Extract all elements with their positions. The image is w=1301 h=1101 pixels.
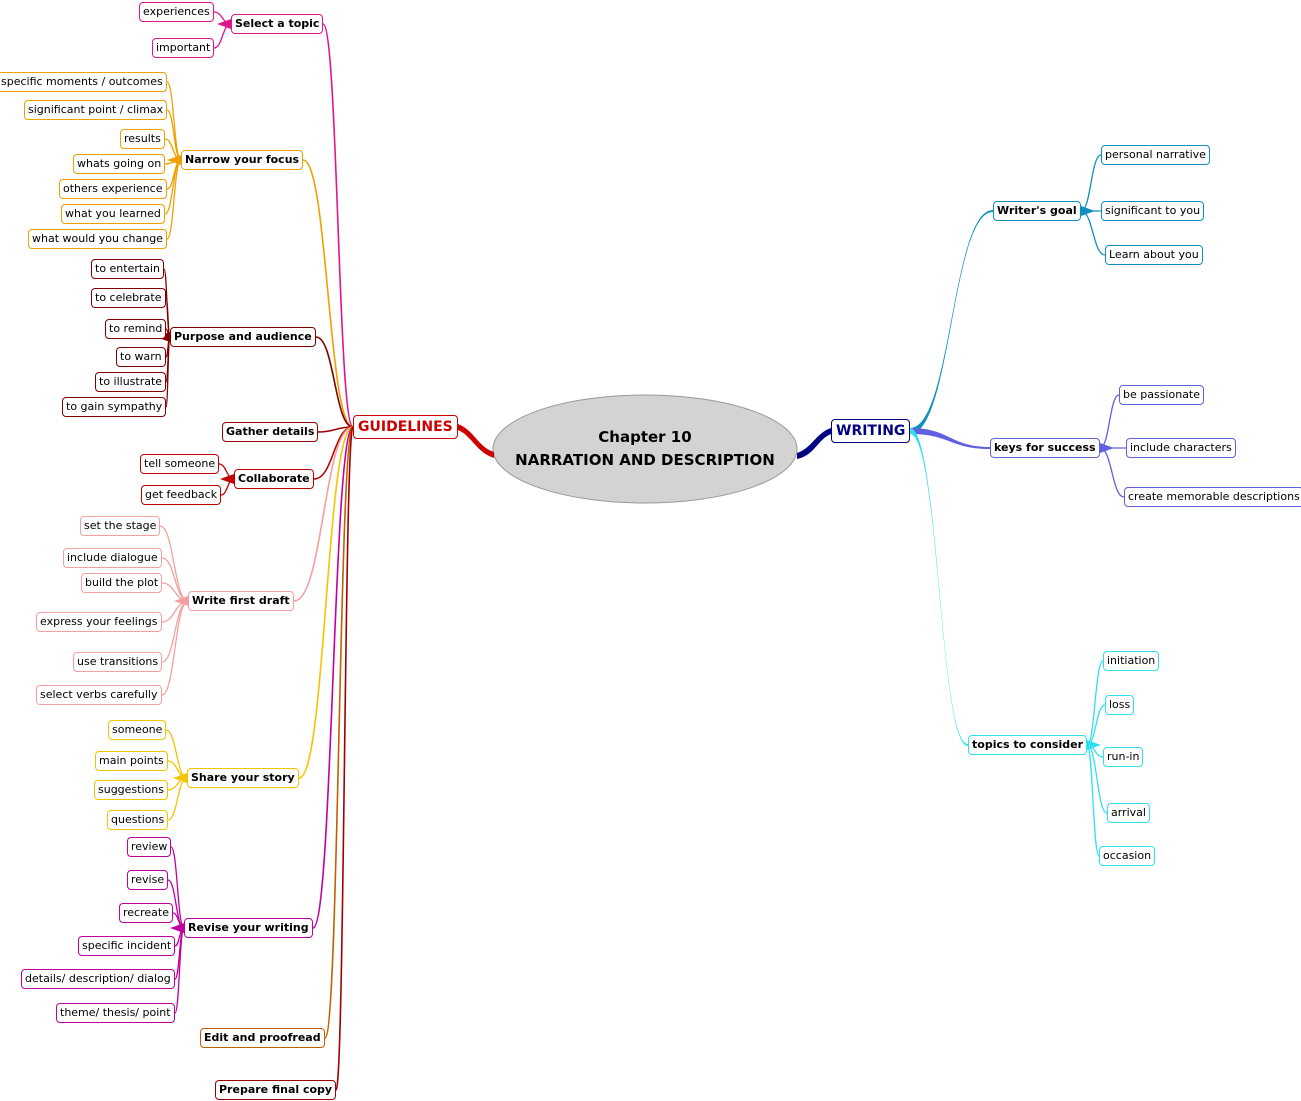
leaf-questions[interactable]: questions (107, 810, 169, 830)
connector-writer-s-goal (910, 210, 993, 434)
leaf-initiation[interactable]: initiation (1103, 651, 1160, 671)
knot-write-first-draft (174, 596, 188, 606)
connector-leaf-someone (165, 729, 188, 779)
branch-revise-your-writing[interactable]: Revise your writing (184, 918, 313, 938)
connector-narrow-your-focus (302, 159, 354, 428)
branch-share-your-story[interactable]: Share your story (187, 768, 299, 788)
branch-purpose-and-audience[interactable]: Purpose and audience (170, 327, 316, 347)
connector-write-first-draft (293, 426, 354, 602)
leaf-create-memorable-descriptions[interactable]: create memorable descriptions (1124, 487, 1301, 507)
leaf-to-remind[interactable]: to remind (105, 319, 167, 339)
leaf-details-description-dialog[interactable]: details/ description/ dialog (21, 969, 175, 989)
leaf-recreate[interactable]: recreate (119, 903, 173, 923)
leaf-to-celebrate[interactable]: to celebrate (91, 288, 166, 308)
connector-leaf-initiation (1086, 660, 1104, 746)
leaf-get-feedback[interactable]: get feedback (141, 485, 222, 505)
connector-share-your-story (298, 426, 354, 779)
leaf-revise[interactable]: revise (127, 870, 169, 890)
main-topic-guidelines[interactable]: GUIDELINES (353, 415, 458, 439)
connector-leaf-include-dialogue (161, 557, 189, 602)
leaf-be-passionate[interactable]: be passionate (1119, 385, 1205, 405)
leaf-what-you-learned[interactable]: what you learned (61, 204, 165, 224)
knot-select-a-topic (217, 19, 231, 29)
leaf-others-experience[interactable]: others experience (59, 179, 167, 199)
leaf-specific-moments-outcomes[interactable]: specific moments / outcomes (0, 72, 167, 92)
connector-prepare-final-copy (335, 426, 354, 1091)
branch-topics-to-consider[interactable]: topics to consider (968, 735, 1087, 755)
leaf-significant-to-you[interactable]: significant to you (1101, 201, 1205, 221)
connector-leaf-use-transitions (161, 600, 189, 663)
center-ellipse (492, 394, 798, 504)
leaf-personal-narrative[interactable]: personal narrative (1101, 145, 1210, 165)
leaf-run-in[interactable]: run-in (1103, 747, 1144, 767)
connector-leaf-create-memorable-descriptions (1099, 447, 1125, 498)
connector-center-guidelines (458, 424, 494, 458)
leaf-express-your-feelings[interactable]: express your feelings (36, 612, 162, 632)
knot-narrow-your-focus (167, 155, 181, 165)
leaf-loss[interactable]: loss (1105, 695, 1135, 715)
connector-leaf-specific-moments-outcomes (166, 81, 182, 161)
branch-select-a-topic[interactable]: Select a topic (231, 14, 324, 34)
leaf-someone[interactable]: someone (108, 720, 167, 740)
connector-center-writing (797, 428, 831, 459)
leaf-set-the-stage[interactable]: set the stage (80, 516, 161, 536)
branch-narrow-your-focus[interactable]: Narrow your focus (181, 150, 304, 170)
leaf-significant-point-climax[interactable]: significant point / climax (24, 100, 168, 120)
branch-prepare-final-copy[interactable]: Prepare final copy (215, 1080, 337, 1100)
leaf-select-verbs-carefully[interactable]: select verbs carefully (36, 685, 162, 705)
connector-leaf-select-verbs-carefully (161, 600, 189, 696)
connector-leaf-personal-narrative (1080, 154, 1102, 212)
leaf-tell-someone[interactable]: tell someone (140, 454, 220, 474)
leaf-suggestions[interactable]: suggestions (94, 780, 168, 800)
leaf-experiences[interactable]: experiences (139, 2, 214, 22)
branch-writer-s-goal[interactable]: Writer's goal (993, 201, 1081, 221)
branch-collaborate[interactable]: Collaborate (234, 469, 314, 489)
center-title-line1: Chapter 10 (598, 428, 692, 446)
leaf-important[interactable]: important (152, 38, 215, 58)
branch-edit-and-proofread[interactable]: Edit and proofread (200, 1028, 325, 1048)
leaf-to-warn[interactable]: to warn (116, 347, 166, 367)
knot-topics-to-consider (1087, 740, 1101, 750)
connector-leaf-occasion (1086, 744, 1100, 857)
leaf-occasion[interactable]: occasion (1099, 846, 1156, 866)
connector-topics-to-consider (910, 428, 968, 746)
leaf-use-transitions[interactable]: use transitions (73, 652, 163, 672)
leaf-arrival[interactable]: arrival (1107, 803, 1150, 823)
leaf-specific-incident[interactable]: specific incident (78, 936, 176, 956)
main-topic-writing[interactable]: WRITING (831, 419, 911, 443)
branch-gather-details[interactable]: Gather details (222, 422, 319, 442)
knot-revise-your-writing (170, 923, 184, 933)
knot-writer-s-goal (1081, 206, 1095, 216)
center-title-line2: NARRATION AND DESCRIPTION (515, 451, 775, 469)
knot-share-your-story (173, 773, 187, 783)
leaf-to-gain-sympathy[interactable]: to gain sympathy (62, 397, 167, 417)
leaf-review[interactable]: review (127, 837, 172, 857)
connector-edit-and-proofread (324, 426, 354, 1039)
leaf-learn-about-you[interactable]: Learn about you (1105, 245, 1203, 265)
leaf-build-the-plot[interactable]: build the plot (81, 573, 163, 593)
branch-write-first-draft[interactable]: Write first draft (188, 591, 294, 611)
knot-keys-for-success (1100, 443, 1114, 453)
connector-revise-your-writing (312, 426, 354, 929)
connector-select-a-topic (322, 23, 354, 428)
branch-keys-for-success[interactable]: keys for success (990, 438, 1100, 458)
leaf-to-illustrate[interactable]: to illustrate (95, 372, 167, 392)
connector-purpose-and-audience (315, 336, 354, 428)
leaf-main-points[interactable]: main points (95, 751, 168, 771)
leaf-theme-thesis-point[interactable]: theme/ thesis/ point (56, 1003, 175, 1023)
leaf-to-entertain[interactable]: to entertain (91, 259, 164, 279)
connector-leaf-theme-thesis-point (174, 927, 185, 1014)
knot-collaborate (220, 474, 234, 484)
leaf-include-characters[interactable]: include characters (1126, 438, 1236, 458)
leaf-what-would-you-change[interactable]: what would you change (28, 229, 167, 249)
connector-leaf-be-passionate (1099, 394, 1120, 449)
leaf-whats-going-on[interactable]: whats going on (73, 154, 166, 174)
leaf-include-dialogue[interactable]: include dialogue (63, 548, 162, 568)
leaf-results[interactable]: results (120, 129, 165, 149)
connector-keys-for-success (910, 428, 990, 449)
